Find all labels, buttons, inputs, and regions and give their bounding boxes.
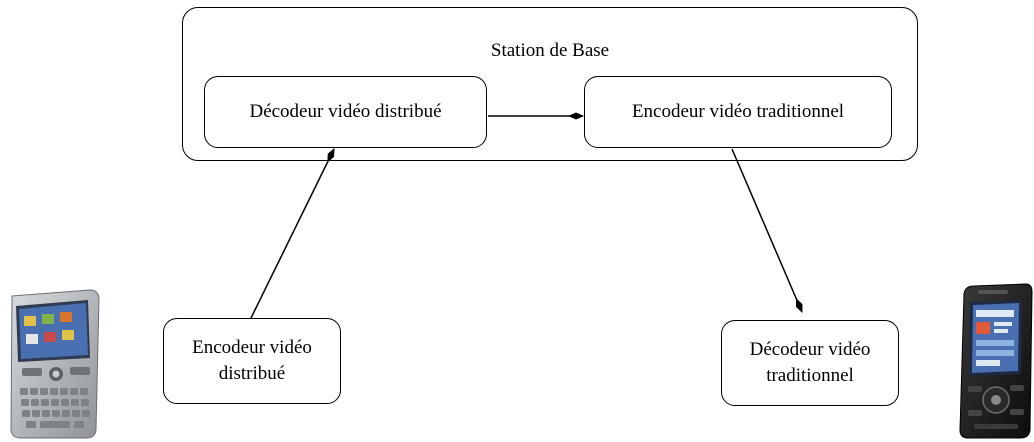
station-title: Station de Base: [490, 40, 610, 61]
decodeur-traditionnel-label: Décodeur vidéo traditionnel: [749, 339, 871, 386]
edge-encodeur-distribue-to-decodeur: [250, 148, 335, 319]
encodeur-distribue-label: Encodeur vidéo distribué: [192, 337, 312, 384]
smartphone-qwerty-icon: [10, 289, 100, 439]
decodeur-distribue-label: Décodeur vidéo distribué: [249, 101, 442, 123]
encodeur-traditionnel-label: Encodeur vidéo traditionnel: [631, 101, 845, 123]
edge-encodeur-to-decodeur-traditionnel: [731, 148, 803, 313]
encodeur-distribue-node: Encodeur vidéo distribué: [163, 318, 341, 404]
smartphone-slider-icon: [959, 283, 1033, 439]
decodeur-distribue-node: Décodeur vidéo distribué: [204, 76, 487, 148]
encodeur-traditionnel-node: Encodeur vidéo traditionnel: [584, 76, 892, 148]
decodeur-traditionnel-node: Décodeur vidéo traditionnel: [721, 320, 899, 406]
